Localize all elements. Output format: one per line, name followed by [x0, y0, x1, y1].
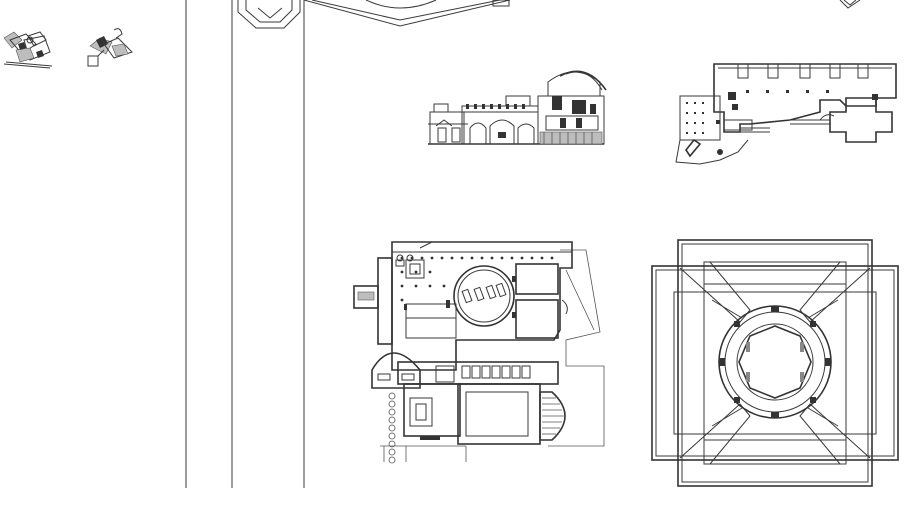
sketch-thumb-1[interactable]	[3, 31, 53, 69]
section-hatch-base	[539, 131, 603, 145]
plan-lower-bays	[461, 365, 531, 379]
wing-plan-bays	[737, 63, 869, 79]
wing-plan-columns	[746, 90, 829, 93]
section-elevation-drawing[interactable]	[428, 70, 607, 145]
sketch-thumbnails[interactable]	[3, 28, 133, 69]
wing-plan-drawing[interactable]	[675, 63, 897, 165]
sketch-thumb-2[interactable]	[87, 28, 133, 67]
plan-tree-row	[388, 392, 396, 464]
rotunda-piers	[719, 306, 831, 418]
plan-colonnade-top	[400, 256, 554, 302]
frame-lines	[185, 0, 305, 488]
plan-rotunda-piers	[461, 282, 507, 304]
rotunda-plan-drawing[interactable]	[651, 239, 899, 487]
top-partial-drawing[interactable]	[237, 0, 861, 29]
wing-plan-grid	[686, 102, 704, 134]
plan-theatre-steps	[542, 397, 564, 435]
complex-floor-plan-drawing[interactable]	[353, 241, 605, 464]
